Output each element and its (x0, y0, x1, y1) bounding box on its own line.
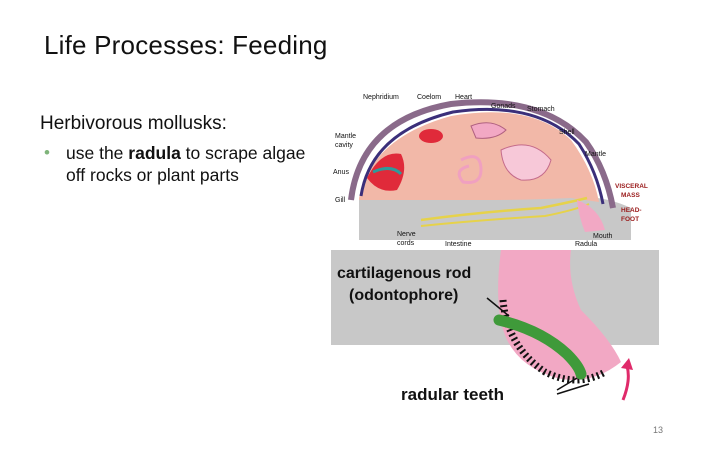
visceral-mass (359, 112, 599, 202)
shell (348, 99, 616, 209)
cartilagenous-rod (493, 314, 587, 380)
nerve-cords (420, 196, 588, 222)
gill (372, 167, 403, 176)
bullet-text-pre: use the (66, 143, 129, 163)
gonads (470, 122, 507, 139)
label-heart: Heart (455, 94, 472, 101)
movement-arrow-icon (621, 365, 630, 401)
page-number: 13 (653, 425, 664, 435)
rod-pointer-arrow (486, 297, 510, 317)
mantle (359, 108, 605, 205)
label-visceral-2: MASS (621, 192, 640, 199)
movement-arrow-head (621, 358, 633, 370)
label-mouth: Mouth (593, 233, 613, 240)
label-visceral-1: VISCERAL (615, 183, 648, 190)
tissue (498, 250, 621, 380)
radular-teeth-rim (499, 299, 607, 384)
label-rod-line1: cartilagenous rod (337, 265, 471, 282)
bullet-dot-icon: • (44, 143, 50, 162)
label-intestine: Intestine (445, 241, 472, 248)
label-coelom: Coelom (417, 94, 441, 101)
label-mantle: Mantle (585, 151, 606, 158)
label-radular-teeth: radular teeth (401, 385, 504, 404)
label-headfoot-1: HEAD- (621, 207, 642, 214)
label-gill: Gill (335, 197, 346, 204)
label-headfoot-2: FOOT (621, 216, 639, 223)
radula-diagram: cartilagenous rod (odontophore) radular … (331, 250, 659, 404)
anus-organ (367, 153, 405, 191)
section-subhead: Herbivorous mollusks: (40, 113, 227, 134)
mollusk-anatomy-diagram: Nephridium Coelom Heart Gonads Stomach M… (333, 94, 648, 248)
mouth-head (577, 200, 605, 232)
bullet-list: • use the radula to scrape algae off roc… (44, 142, 314, 186)
label-stomach: Stomach (527, 106, 555, 113)
label-anus: Anus (333, 169, 349, 176)
label-gonads: Gonads (491, 103, 516, 110)
bullet-text-post: to scrape algae off rocks or plant parts (66, 143, 306, 185)
bullet-text-bold: radula (128, 143, 181, 163)
label-rod-line2: (odontophore) (349, 287, 458, 304)
radula-background (331, 250, 659, 345)
label-mantle-cavity-2: cavity (335, 142, 353, 149)
heart (419, 129, 443, 143)
slide-title: Life Processes: Feeding (44, 30, 328, 60)
intestine (457, 155, 483, 184)
label-radula: Radula (575, 241, 597, 248)
stomach (500, 144, 552, 181)
nerve-cords-2 (420, 203, 590, 227)
label-shell: Shell (559, 129, 575, 136)
teeth-pointer-arrow-2 (556, 383, 590, 395)
label-mantle-cavity-1: Mantle (335, 133, 356, 140)
label-nerve-2: cords (397, 240, 415, 247)
label-nephridium: Nephridium (363, 94, 399, 101)
teeth-pointer-arrow-1 (556, 377, 578, 391)
label-nerve-1: Nerve (397, 231, 416, 238)
bullet-item: • use the radula to scrape algae off roc… (44, 142, 314, 186)
